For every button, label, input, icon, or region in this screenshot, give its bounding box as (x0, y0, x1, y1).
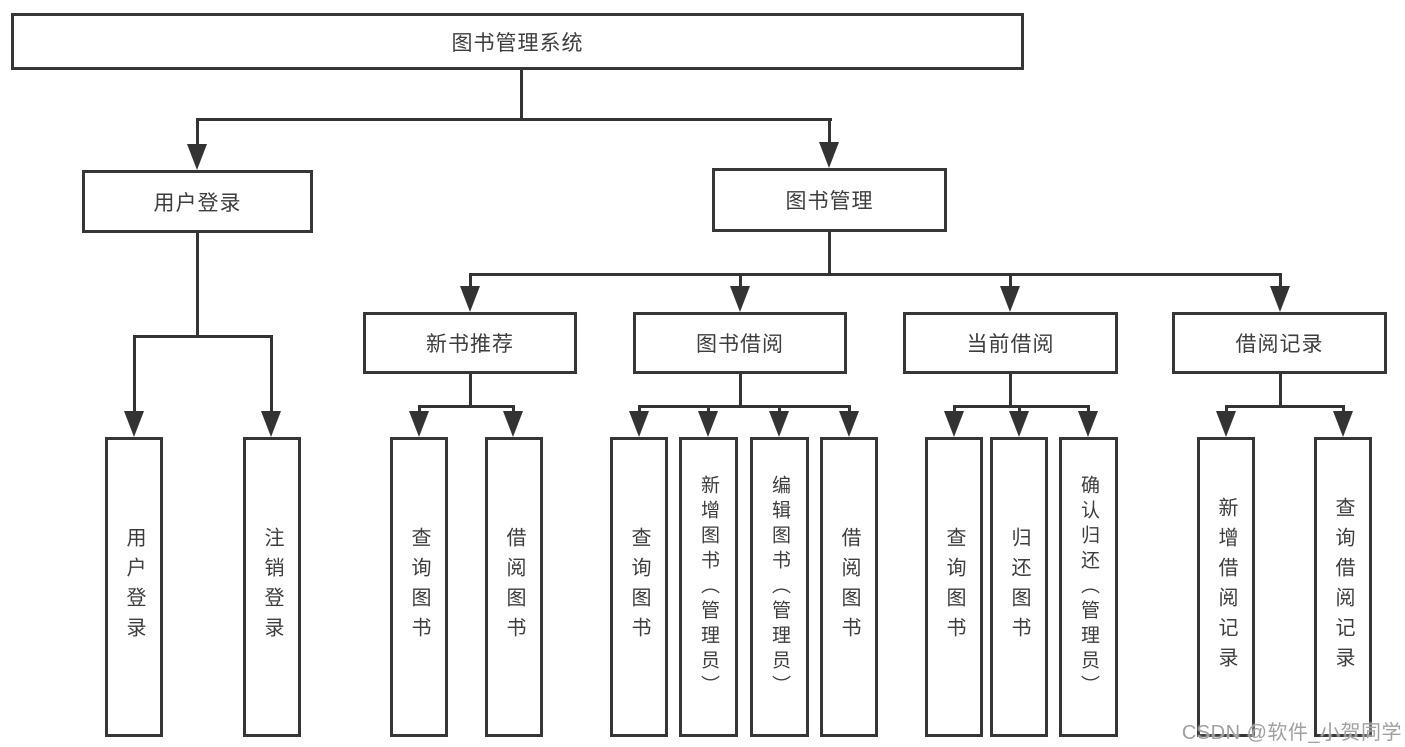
connector-line (739, 273, 742, 288)
leaf-label: 新增图书（管理员） (698, 474, 719, 700)
leaf-query-books-2: 查询图书 (610, 437, 668, 737)
arrowhead-icon (769, 411, 789, 437)
connector-line (828, 232, 831, 275)
node-label: 用户登录 (153, 191, 242, 215)
connector-line (1279, 374, 1282, 405)
arrowhead-icon (944, 411, 964, 437)
connector-line (1279, 273, 1282, 288)
connector-line (1009, 273, 1012, 288)
node-label: 图书借阅 (696, 333, 784, 356)
connector-line (638, 405, 850, 408)
arrowhead-icon (187, 144, 207, 170)
arrowhead-icon (698, 411, 718, 437)
node-label: 图书管理 (785, 190, 874, 213)
arrowhead-icon (460, 286, 480, 312)
leaf-label: 查询图书 (943, 527, 965, 647)
arrowhead-icon (1000, 286, 1020, 312)
leaf-label: 查询图书 (628, 527, 650, 647)
connector-line (1225, 405, 1344, 408)
connector-line (512, 405, 515, 413)
connector-line (848, 405, 851, 413)
connector-line (739, 374, 742, 405)
leaf-label: 查询图书 (408, 527, 430, 647)
connector-line (1018, 405, 1021, 413)
leaf-borrow-books: 借阅图书 (485, 437, 543, 737)
connector-line (828, 118, 831, 144)
leaf-label: 注销登录 (261, 527, 283, 647)
connector-line (196, 118, 832, 121)
connector-line (418, 405, 515, 408)
connector-line (778, 405, 781, 413)
leaf-label: 新增借阅记录 (1215, 497, 1237, 677)
connector-line (469, 273, 472, 288)
node-label: 新书推荐 (426, 333, 514, 356)
leaf-query-books: 查询图书 (390, 437, 448, 737)
node-new-book-recommend: 新书推荐 (363, 312, 577, 374)
csdn-watermark: CSDN @软件_小贺同学 (1181, 722, 1402, 744)
connector-line (133, 335, 136, 413)
leaf-user-login: 用户登录 (105, 437, 163, 737)
arrowhead-icon (1216, 411, 1236, 437)
connector-line (953, 405, 1089, 408)
connector-line (196, 118, 199, 146)
leaf-label: 借阅图书 (503, 527, 525, 647)
arrowhead-icon (124, 411, 144, 437)
leaf-edit-book-admin: 编辑图书（管理员） (750, 437, 809, 737)
leaf-label: 确认归还（管理员） (1078, 474, 1099, 700)
leaf-label: 编辑图书（管理员） (769, 474, 790, 700)
connector-line (1009, 374, 1012, 405)
arrowhead-icon (1333, 411, 1353, 437)
arrowhead-icon (409, 411, 429, 437)
arrowhead-icon (1009, 411, 1029, 437)
connector-line (1087, 405, 1090, 413)
arrowhead-icon (1078, 411, 1098, 437)
leaf-logout: 注销登录 (243, 437, 301, 737)
node-user-login: 用户登录 (82, 170, 313, 233)
connector-line (1225, 405, 1228, 413)
node-label: 借阅记录 (1235, 333, 1324, 356)
node-label: 当前借阅 (966, 333, 1055, 356)
connector-line (196, 233, 199, 335)
leaf-query-books-3: 查询图书 (925, 437, 983, 737)
node-book-management: 图书管理 (712, 168, 947, 232)
node-label: 图书管理系统 (451, 31, 584, 55)
node-book-borrowing: 图书借阅 (633, 312, 847, 374)
leaf-label: 借阅图书 (838, 527, 860, 647)
connector-line (270, 335, 273, 413)
connector-line (418, 405, 421, 413)
connector-line (133, 335, 273, 338)
arrowhead-icon (261, 411, 281, 437)
arrowhead-icon (730, 286, 750, 312)
connector-line (638, 405, 641, 413)
connector-line (953, 405, 956, 413)
leaf-return-books: 归还图书 (990, 437, 1048, 737)
arrowhead-icon (503, 411, 523, 437)
connector-line (707, 405, 710, 413)
leaf-label: 查询借阅记录 (1332, 497, 1354, 677)
node-current-borrowing: 当前借阅 (903, 312, 1118, 374)
leaf-label: 用户登录 (123, 527, 145, 647)
connector-line (469, 374, 472, 405)
arrowhead-icon (819, 142, 839, 168)
connector-line (1342, 405, 1345, 413)
node-borrow-records: 借阅记录 (1172, 312, 1387, 374)
connector-line (520, 70, 523, 118)
connector-line (469, 273, 1281, 276)
node-library-management-system: 图书管理系统 (11, 13, 1024, 70)
leaf-add-borrow-record: 新增借阅记录 (1197, 437, 1255, 737)
leaf-borrow-books-2: 借阅图书 (820, 437, 878, 737)
arrowhead-icon (839, 411, 859, 437)
leaf-confirm-return-admin: 确认归还（管理员） (1059, 437, 1118, 737)
arrowhead-icon (1270, 286, 1290, 312)
leaf-add-book-admin: 新增图书（管理员） (679, 437, 738, 737)
arrowhead-icon (629, 411, 649, 437)
leaf-query-borrow-record: 查询借阅记录 (1314, 437, 1372, 737)
leaf-label: 归还图书 (1008, 527, 1030, 647)
